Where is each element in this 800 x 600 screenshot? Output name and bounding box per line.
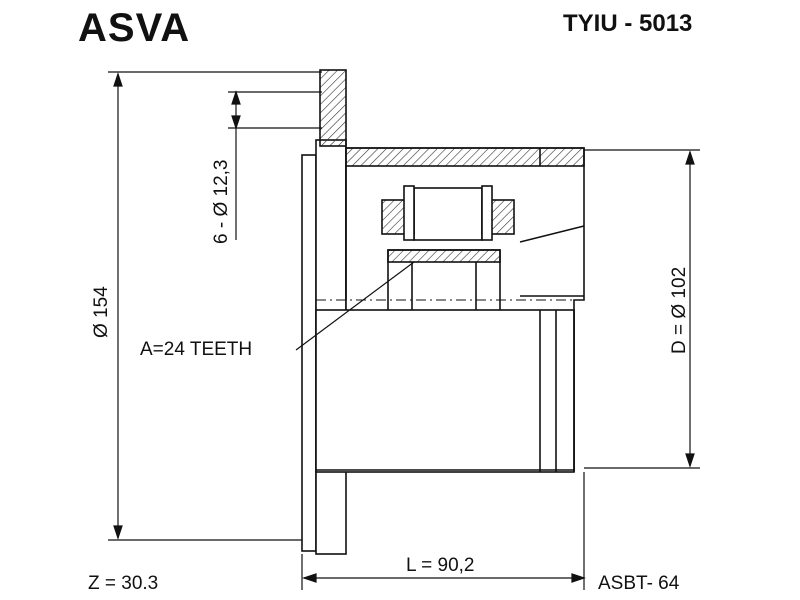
label-length: L = 90,2 xyxy=(406,555,475,576)
trunnion xyxy=(413,187,483,241)
label-bolt-holes: 6 - Ø 12,3 xyxy=(211,159,232,245)
bolt-boss xyxy=(319,69,347,147)
label-teeth: A=24 TEETH xyxy=(140,339,253,360)
housing-wall-section xyxy=(345,147,585,167)
flange xyxy=(301,154,317,552)
outer-cylinder xyxy=(315,309,575,473)
label-z-value: Z = 30.3 xyxy=(88,573,159,594)
label-boot-code: ASBT- 64 xyxy=(598,573,680,594)
label-outer-diameter: Ø 154 xyxy=(91,286,112,338)
leader-teeth xyxy=(295,261,415,351)
brand-logo-text: ASVA xyxy=(78,6,191,50)
part-number: TYIU - 5013 xyxy=(563,10,693,37)
label-inner-diameter: D = Ø 102 xyxy=(669,266,690,354)
